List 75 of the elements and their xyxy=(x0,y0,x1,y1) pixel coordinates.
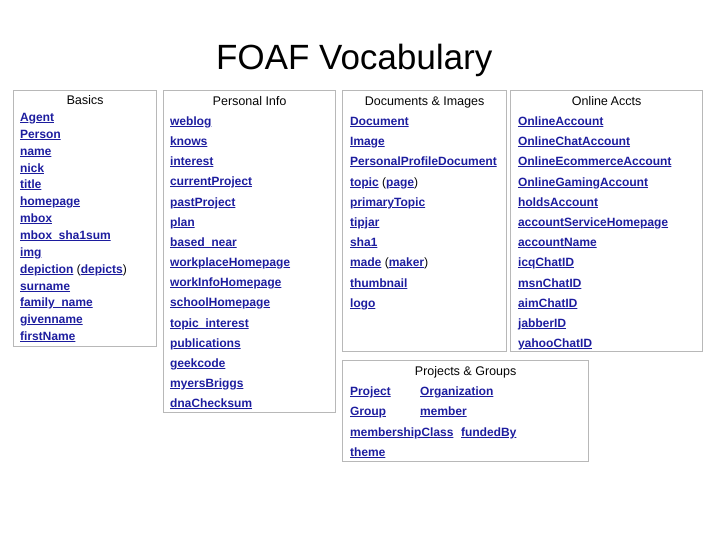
link: geekcode xyxy=(170,355,226,371)
link: accountServiceHomepage xyxy=(518,214,668,230)
panel-heading: Online Accts xyxy=(572,94,642,108)
link: holdsAccount xyxy=(518,194,598,210)
link: tipjar xyxy=(350,214,380,230)
link: depicts xyxy=(80,262,123,276)
link: Person xyxy=(20,126,61,142)
link: name xyxy=(20,143,52,159)
link: workplaceHomepage xyxy=(170,254,290,270)
link: yahooChatID xyxy=(518,335,592,351)
link: PersonalProfileDocument xyxy=(350,153,497,169)
vocabulary-panel xyxy=(163,90,336,413)
vocabulary-panel xyxy=(510,90,703,352)
vocabulary-panel xyxy=(342,360,589,462)
link: plan xyxy=(170,214,195,230)
link: topic xyxy=(350,175,379,189)
link: aimChatID xyxy=(518,295,578,311)
link: mbox xyxy=(20,210,52,226)
link: OnlineGamingAccount xyxy=(518,174,648,190)
link-line: topic (page) xyxy=(350,174,418,190)
link: msnChatID xyxy=(518,275,582,291)
link: OnlineAccount xyxy=(518,113,604,129)
link: theme xyxy=(350,444,386,460)
link: img xyxy=(20,244,42,260)
link: Agent xyxy=(20,109,54,125)
link: dnaChecksum xyxy=(170,395,252,411)
link: topic_interest xyxy=(170,315,249,331)
link: firstName xyxy=(20,328,76,344)
link: workInfoHomepage xyxy=(170,274,282,290)
link: title xyxy=(20,176,42,192)
link: nick xyxy=(20,160,44,176)
link: accountName xyxy=(518,234,597,250)
link: Group xyxy=(350,403,386,419)
link: mbox_sha1sum xyxy=(20,227,111,243)
link: interest xyxy=(170,153,214,169)
link: OnlineEcommerceAccount xyxy=(518,153,672,169)
vocabulary-panel xyxy=(13,90,157,347)
link: jabberID xyxy=(518,315,566,331)
link: page xyxy=(386,175,414,189)
link: Document xyxy=(350,113,409,129)
link-line: made (maker) xyxy=(350,254,428,270)
vocabulary-panel xyxy=(342,90,507,352)
link: maker xyxy=(388,255,424,269)
panel-heading: Basics xyxy=(66,93,104,107)
link: myersBriggs xyxy=(170,375,244,391)
link: surname xyxy=(20,278,70,294)
link: fundedBy xyxy=(461,424,516,440)
title: FOAF Vocabulary xyxy=(216,37,492,79)
link-line: depiction (depicts) xyxy=(20,261,127,277)
link: knows xyxy=(170,133,208,149)
panel-heading: Personal Info xyxy=(212,94,286,108)
link: depiction xyxy=(20,262,74,276)
link: primaryTopic xyxy=(350,194,426,210)
link: publications xyxy=(170,335,241,351)
link: logo xyxy=(350,295,376,311)
link: schoolHomepage xyxy=(170,294,270,310)
link: Organization xyxy=(420,383,494,399)
link: membershipClass xyxy=(350,424,454,440)
link: Project xyxy=(350,383,391,399)
link: homepage xyxy=(20,193,80,209)
link: OnlineChatAccount xyxy=(518,133,630,149)
link: sha1 xyxy=(350,234,378,250)
link: pastProject xyxy=(170,194,236,210)
link: weblog xyxy=(170,113,212,129)
link: member xyxy=(420,403,467,419)
link: family_name xyxy=(20,294,93,310)
link: thumbnail xyxy=(350,275,408,291)
link: icqChatID xyxy=(518,254,574,270)
panel-heading: Documents & Images xyxy=(364,94,484,108)
panel-heading: Projects & Groups xyxy=(414,364,516,378)
link: givenname xyxy=(20,311,83,327)
link: based_near xyxy=(170,234,237,250)
link: made xyxy=(350,255,382,269)
link: Image xyxy=(350,133,385,149)
link: currentProject xyxy=(170,173,252,189)
